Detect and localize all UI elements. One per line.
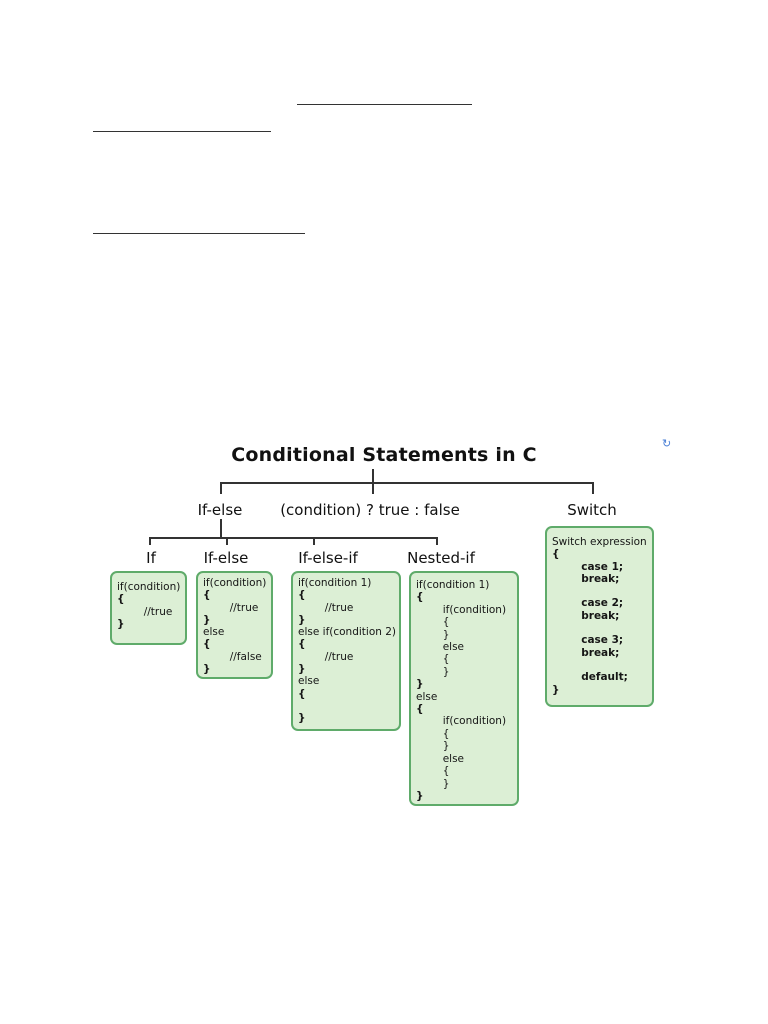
code-line: { [117,593,125,606]
underline-rule-1 [297,104,472,105]
code-line: if(condition 1) [416,579,490,591]
connector-if-else-stem [220,519,222,538]
code-line: else [203,626,225,639]
code-line: else [416,690,438,703]
code-line: } [552,683,560,696]
subtype-if-label: If [146,549,156,567]
connector-top-bar [220,482,593,484]
code-line: { [298,687,306,700]
code-line: //true [203,601,259,614]
connector-subtype-bar [149,537,437,539]
code-line: } [416,789,424,802]
code-line: { [416,653,450,666]
code-line: //true [117,605,173,618]
code-line: { [416,727,450,740]
code-line: case 3; [552,634,624,647]
subtype-if-else-label: If-else [203,549,249,567]
code-line: { [416,616,450,629]
code-line: } [117,617,125,630]
code-line: { [416,703,424,716]
connector-ternary-drop [372,482,374,494]
code-line: } [203,613,211,626]
code-line: default; [552,671,628,684]
code-line: case 2; [552,597,624,610]
code-line: else [298,675,320,688]
code-line: case 1; [552,560,624,573]
code-box-switch: Switch expression{ case 1; break; case 2… [545,526,654,707]
connector-if-else-drop [220,482,222,494]
code-line: else if(condition 2) [298,626,397,639]
code-line: else [416,641,465,654]
connector-nested-if-drop [436,537,438,545]
code-line: break; [552,646,620,659]
code-line: } [203,663,211,676]
connector-if-drop [149,537,151,545]
code-line: } [416,628,450,641]
code-line: Switch expression [552,536,647,548]
code-line: } [298,663,306,676]
connector-if-else-if-drop [313,537,315,545]
code-line: if(condition) [416,715,507,728]
code-line: if(condition) [117,581,181,593]
code-line [552,659,647,671]
code-line: //true [298,601,354,614]
code-line: { [203,638,211,651]
code-line: { [298,638,306,651]
connector-if-else-sub-drop [226,537,228,545]
diagram-title: Conditional Statements in C [231,444,537,466]
branch-if-else-label: If-else [197,501,243,519]
code-line: { [416,765,450,778]
code-box-if-else-if: if(condition 1){ //true}else if(conditio… [291,571,401,731]
code-box-nested-if: if(condition 1){ if(condition) { } else … [409,571,519,806]
loading-icon: ↻ [662,438,672,450]
code-box-if-else: if(condition){ //true}else{ //false} [196,571,273,679]
code-line: } [416,665,450,678]
code-line: } [416,740,450,753]
code-line: if(condition) [416,603,507,616]
code-line: if(condition 1) [298,577,372,589]
underline-rule-2 [93,131,271,132]
code-line: break; [552,572,620,585]
code-line: } [416,777,450,790]
code-line: { [552,548,560,561]
code-line: { [298,589,306,602]
connector-title-stem [372,469,374,483]
code-line [298,700,394,712]
connector-switch-drop [592,482,594,494]
code-line: { [416,591,424,604]
code-line: } [416,678,424,691]
code-line: { [203,589,211,602]
underline-rule-3 [93,233,305,234]
branch-switch-label: Switch [567,501,617,519]
code-box-if: if(condition){ //true} [110,571,187,645]
code-line: } [298,712,306,725]
code-line: break; [552,609,620,622]
code-line: if(condition) [203,577,267,589]
code-line: else [416,752,465,765]
subtype-nested-if-label: Nested-if [407,549,475,567]
branch-ternary-label: (condition) ? true : false [280,501,460,519]
code-line: //false [203,650,262,663]
code-line: } [298,613,306,626]
code-line: //true [298,650,354,663]
code-line [552,622,647,634]
code-line [552,585,647,597]
subtype-if-else-if-label: If-else-if [298,549,358,567]
